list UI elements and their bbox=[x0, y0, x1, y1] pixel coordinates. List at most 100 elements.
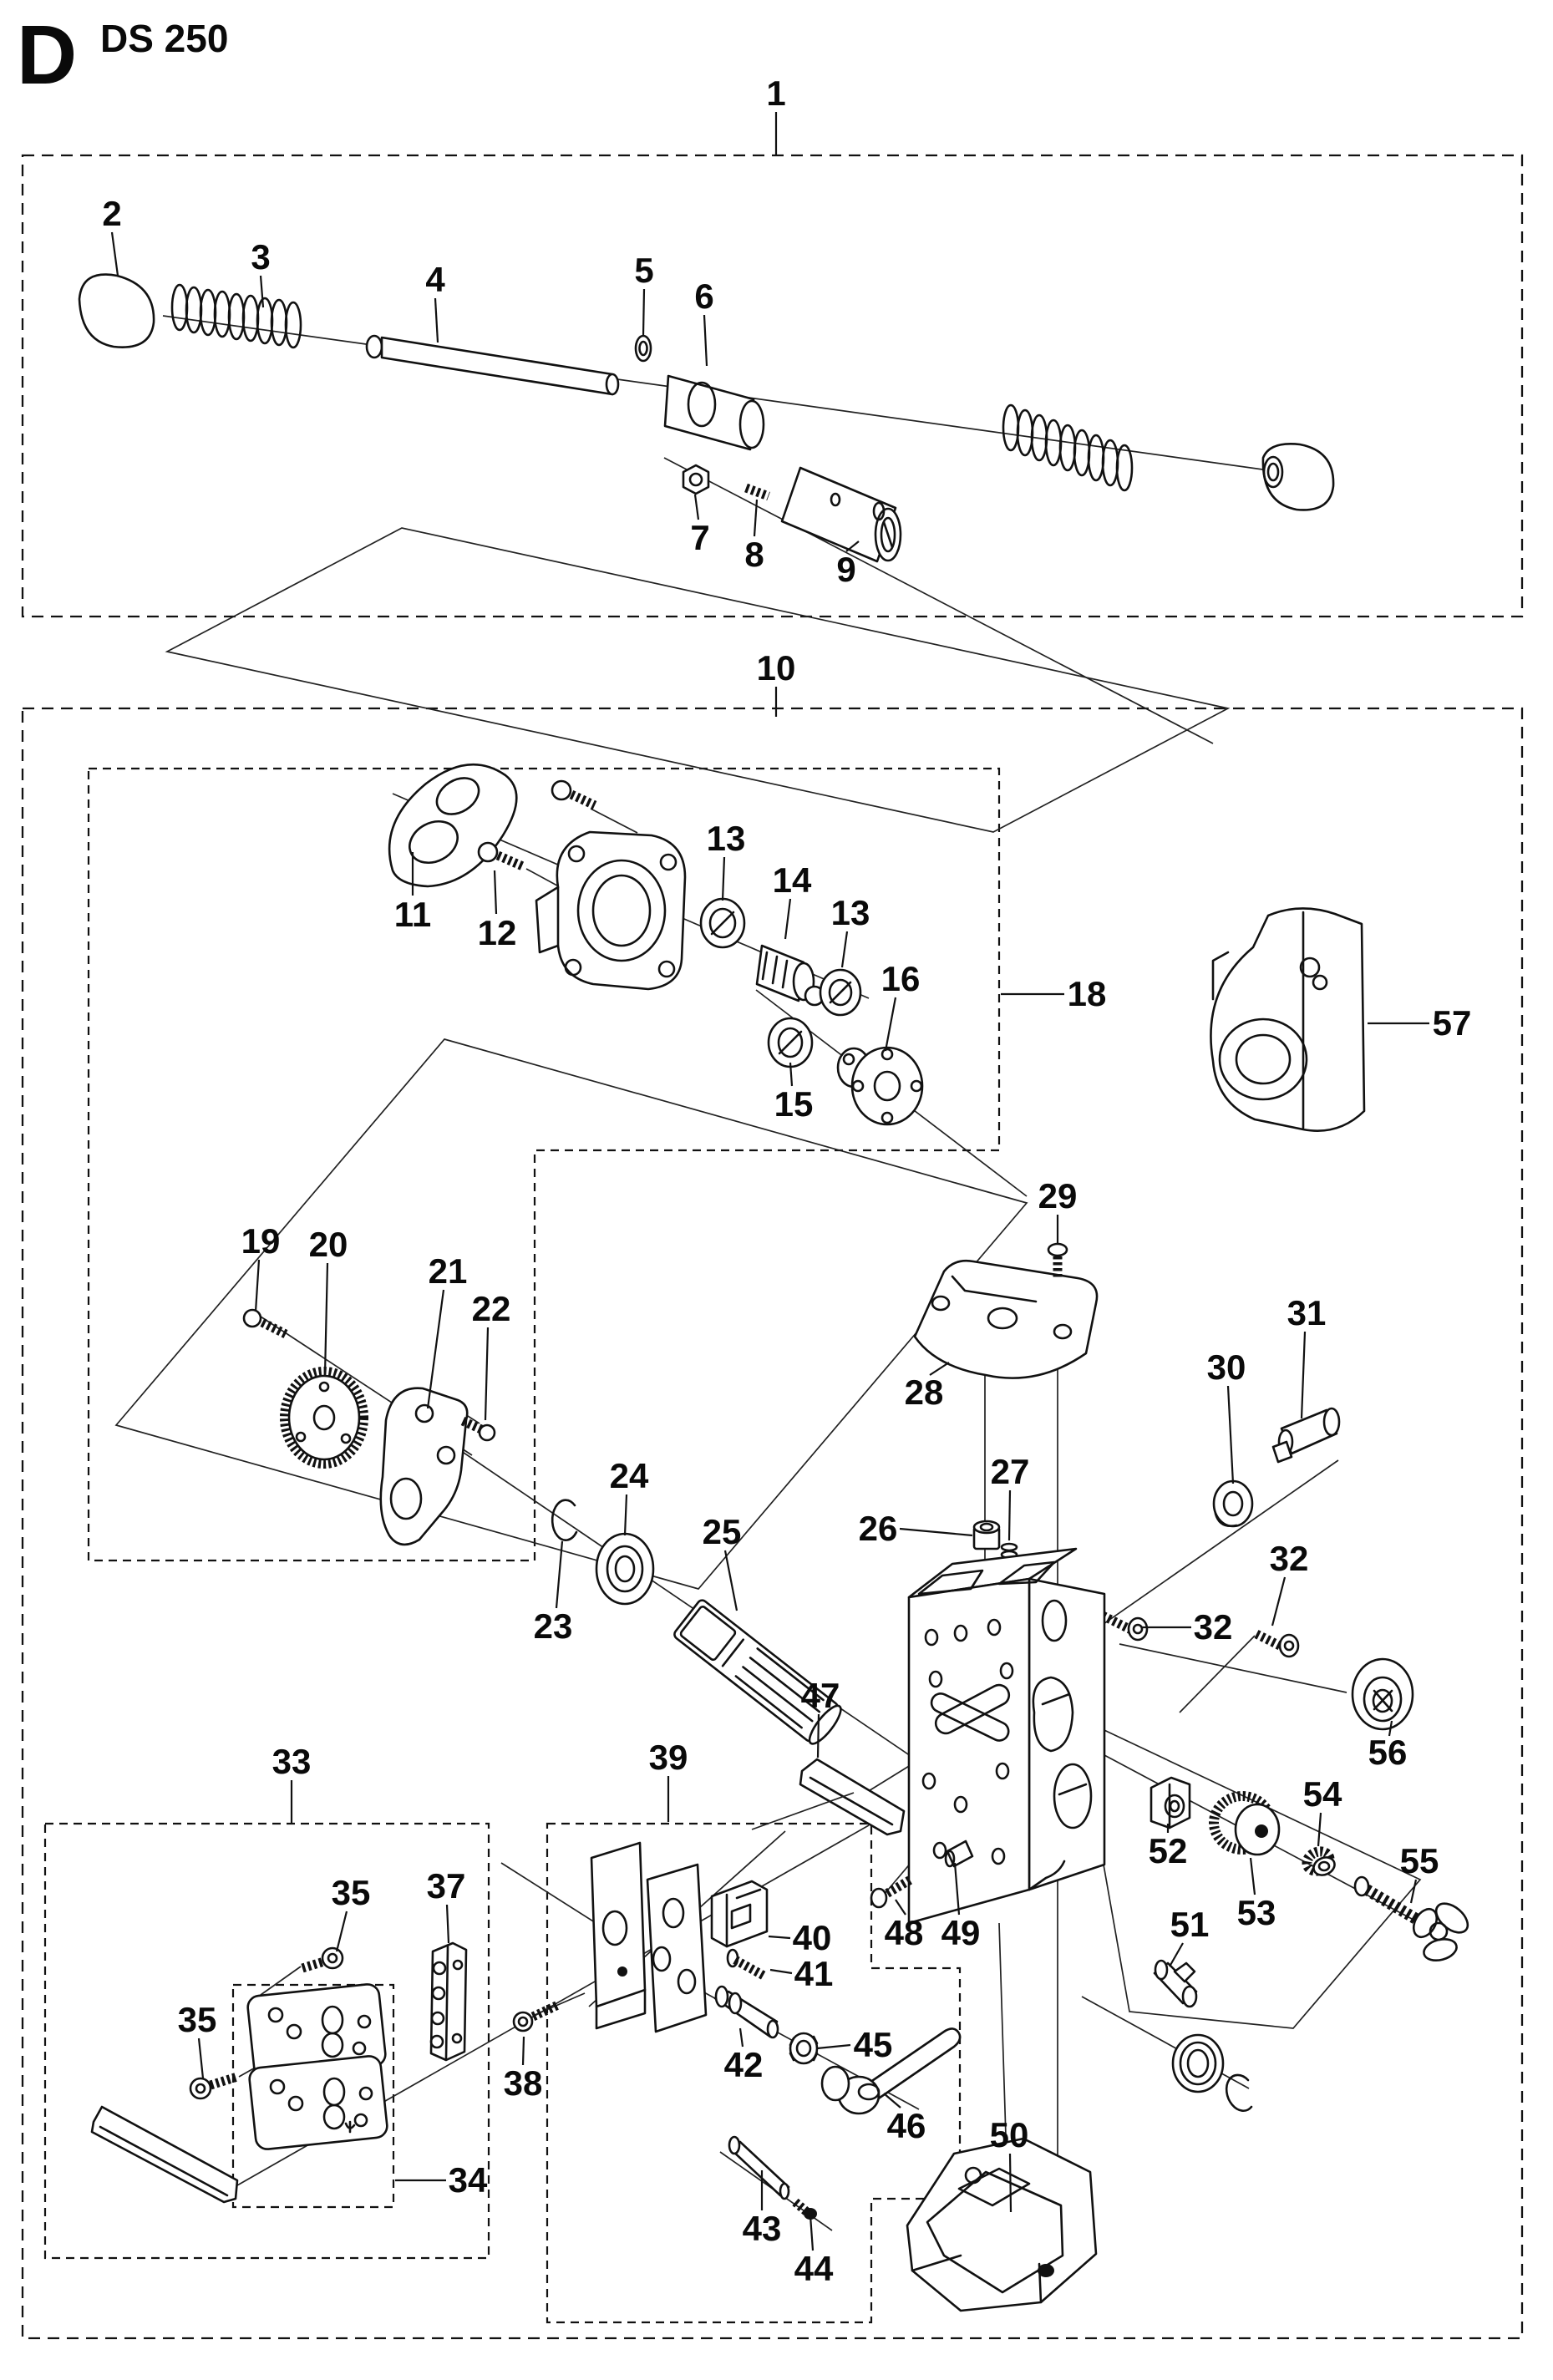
part-11-gasket bbox=[388, 763, 518, 888]
callout-leader-4 bbox=[434, 297, 439, 343]
callout-57: 57 bbox=[1433, 1003, 1472, 1043]
callout-14: 14 bbox=[773, 860, 812, 900]
callout-leader-50 bbox=[1008, 2153, 1012, 2213]
callout-48: 48 bbox=[885, 1913, 924, 1952]
callout-leader-45 bbox=[816, 2043, 851, 2050]
callout-31: 31 bbox=[1287, 1293, 1327, 1332]
callout-leader-23 bbox=[555, 1540, 564, 1609]
part-30-bushing bbox=[1212, 1479, 1254, 1528]
part-39-guide-plates bbox=[590, 1841, 708, 2033]
callout-45: 45 bbox=[854, 2025, 893, 2064]
callout-leader-12 bbox=[493, 870, 498, 915]
callout-5: 5 bbox=[634, 251, 653, 290]
callout-leader-30 bbox=[1226, 1385, 1235, 1484]
page-model: DS 250 bbox=[100, 17, 228, 60]
callout-leader-48 bbox=[895, 1899, 906, 1916]
callout-leader-32 bbox=[1271, 1576, 1287, 1626]
callout-leader-56 bbox=[1388, 1720, 1393, 1737]
part-13a-bearing bbox=[699, 897, 746, 949]
part-9-handle-sleeve bbox=[780, 466, 902, 563]
part-flange-housing bbox=[535, 830, 687, 991]
part-41-threaded-insert bbox=[726, 1948, 768, 1981]
callout-33: 33 bbox=[272, 1742, 312, 1781]
callout-leader-2 bbox=[110, 231, 119, 277]
callout-2: 2 bbox=[102, 194, 121, 233]
part-7-nut bbox=[682, 464, 710, 495]
callout-20: 20 bbox=[309, 1225, 348, 1264]
frame-quad-10 bbox=[165, 527, 1231, 833]
callout-12: 12 bbox=[478, 913, 517, 952]
callout-32: 32 bbox=[1194, 1607, 1233, 1647]
part-14-pinion bbox=[755, 944, 825, 1007]
part-24-bearing bbox=[595, 1532, 655, 1606]
callout-leader-16 bbox=[884, 997, 897, 1052]
part-38-screw bbox=[512, 2001, 561, 2032]
part-48-screw bbox=[870, 1875, 913, 1909]
callout-leader-27 bbox=[1007, 1489, 1012, 1541]
callout-leader-31 bbox=[1300, 1331, 1307, 1419]
part-21-cam-plate bbox=[379, 1387, 469, 1546]
callout-leader-7 bbox=[693, 494, 700, 520]
callout-28: 28 bbox=[905, 1373, 944, 1412]
callout-37: 37 bbox=[427, 1866, 466, 1906]
callout-13: 13 bbox=[831, 893, 870, 932]
callout-49: 49 bbox=[941, 1913, 981, 1952]
callout-leader-51 bbox=[1169, 1942, 1184, 1967]
part-32b-screw bbox=[1254, 1630, 1300, 1658]
part-35a-screw bbox=[301, 1946, 344, 1973]
part-6-sleeve-cylinder bbox=[663, 374, 765, 451]
part-23-snap-ring bbox=[551, 1499, 578, 1541]
callout-15: 15 bbox=[774, 1084, 814, 1124]
part-37-clamp-bracket bbox=[429, 1941, 468, 2062]
part-57-guide-holder bbox=[1210, 907, 1366, 1132]
callout-19: 19 bbox=[241, 1221, 281, 1261]
callout-leader-3 bbox=[259, 275, 265, 308]
part-54-lock-washer bbox=[1302, 1846, 1336, 1876]
callout-leader-49 bbox=[953, 1862, 961, 1916]
part-bearing-bottom bbox=[1171, 2033, 1225, 2093]
callout-leader-35 bbox=[335, 1911, 348, 1952]
part-5-washer bbox=[634, 334, 652, 363]
callout-leader-41 bbox=[769, 1968, 793, 1975]
callout-55: 55 bbox=[1400, 1841, 1439, 1880]
callout-16: 16 bbox=[881, 959, 921, 998]
page-letter: D bbox=[17, 8, 77, 102]
part-housing-block bbox=[907, 1547, 1106, 1925]
callout-23: 23 bbox=[534, 1606, 573, 1646]
callout-25: 25 bbox=[703, 1512, 742, 1551]
callout-leader-6 bbox=[703, 314, 708, 367]
callout-52: 52 bbox=[1149, 1831, 1188, 1870]
part-44-screw bbox=[792, 2198, 817, 2220]
group-box-18 bbox=[87, 767, 1001, 1562]
callout-47: 47 bbox=[801, 1676, 840, 1715]
callout-13: 13 bbox=[707, 819, 746, 858]
callout-leader-42 bbox=[738, 2027, 744, 2048]
callout-3: 3 bbox=[251, 237, 270, 277]
frame-quad-19 bbox=[114, 1038, 1028, 1590]
callout-21: 21 bbox=[429, 1251, 468, 1291]
callout-43: 43 bbox=[743, 2209, 782, 2248]
part-55-wing-screw bbox=[1353, 1875, 1469, 1961]
callout-leader-47 bbox=[816, 1713, 820, 1758]
callout-7: 7 bbox=[690, 518, 709, 557]
group-box-33 bbox=[43, 1822, 490, 2260]
callout-27: 27 bbox=[991, 1452, 1030, 1491]
callout-leader-54 bbox=[1317, 1812, 1322, 1847]
callout-4: 4 bbox=[425, 260, 445, 299]
callout-26: 26 bbox=[859, 1509, 898, 1548]
callout-leader-5 bbox=[642, 288, 646, 337]
callout-leader-53 bbox=[1249, 1857, 1256, 1895]
part-19-screw bbox=[242, 1308, 288, 1338]
group-box-1 bbox=[21, 154, 1524, 618]
part-8-set-screw bbox=[744, 483, 770, 501]
callout-54: 54 bbox=[1303, 1774, 1342, 1814]
part-32a-screw bbox=[1100, 1611, 1149, 1642]
callout-10: 10 bbox=[757, 648, 796, 688]
part-52-square-nut bbox=[1150, 1776, 1191, 1829]
part-28-cover bbox=[913, 1259, 1099, 1379]
part-35b-screw bbox=[189, 2072, 239, 2100]
callout-40: 40 bbox=[793, 1918, 832, 1957]
